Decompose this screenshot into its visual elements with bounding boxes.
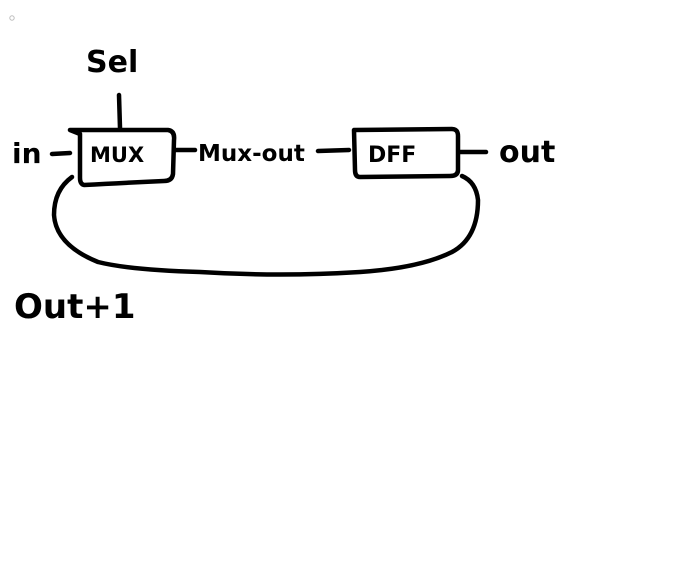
feedback-label: Out+1 xyxy=(14,287,136,327)
dff-label: DFF xyxy=(368,143,416,168)
input-label: in xyxy=(12,137,42,170)
mux-box xyxy=(67,127,177,188)
mux-label: MUX xyxy=(90,143,144,167)
input-wire xyxy=(49,150,73,157)
sel-wire xyxy=(116,92,123,131)
output-label: out xyxy=(499,135,555,170)
sel-label: Sel xyxy=(86,45,138,80)
corner-dot xyxy=(9,15,15,21)
feedback-loop-wire xyxy=(51,173,481,277)
dff-input-wire xyxy=(315,147,352,154)
dff-box xyxy=(351,126,461,180)
mux-out-label: Mux-out xyxy=(198,141,305,167)
